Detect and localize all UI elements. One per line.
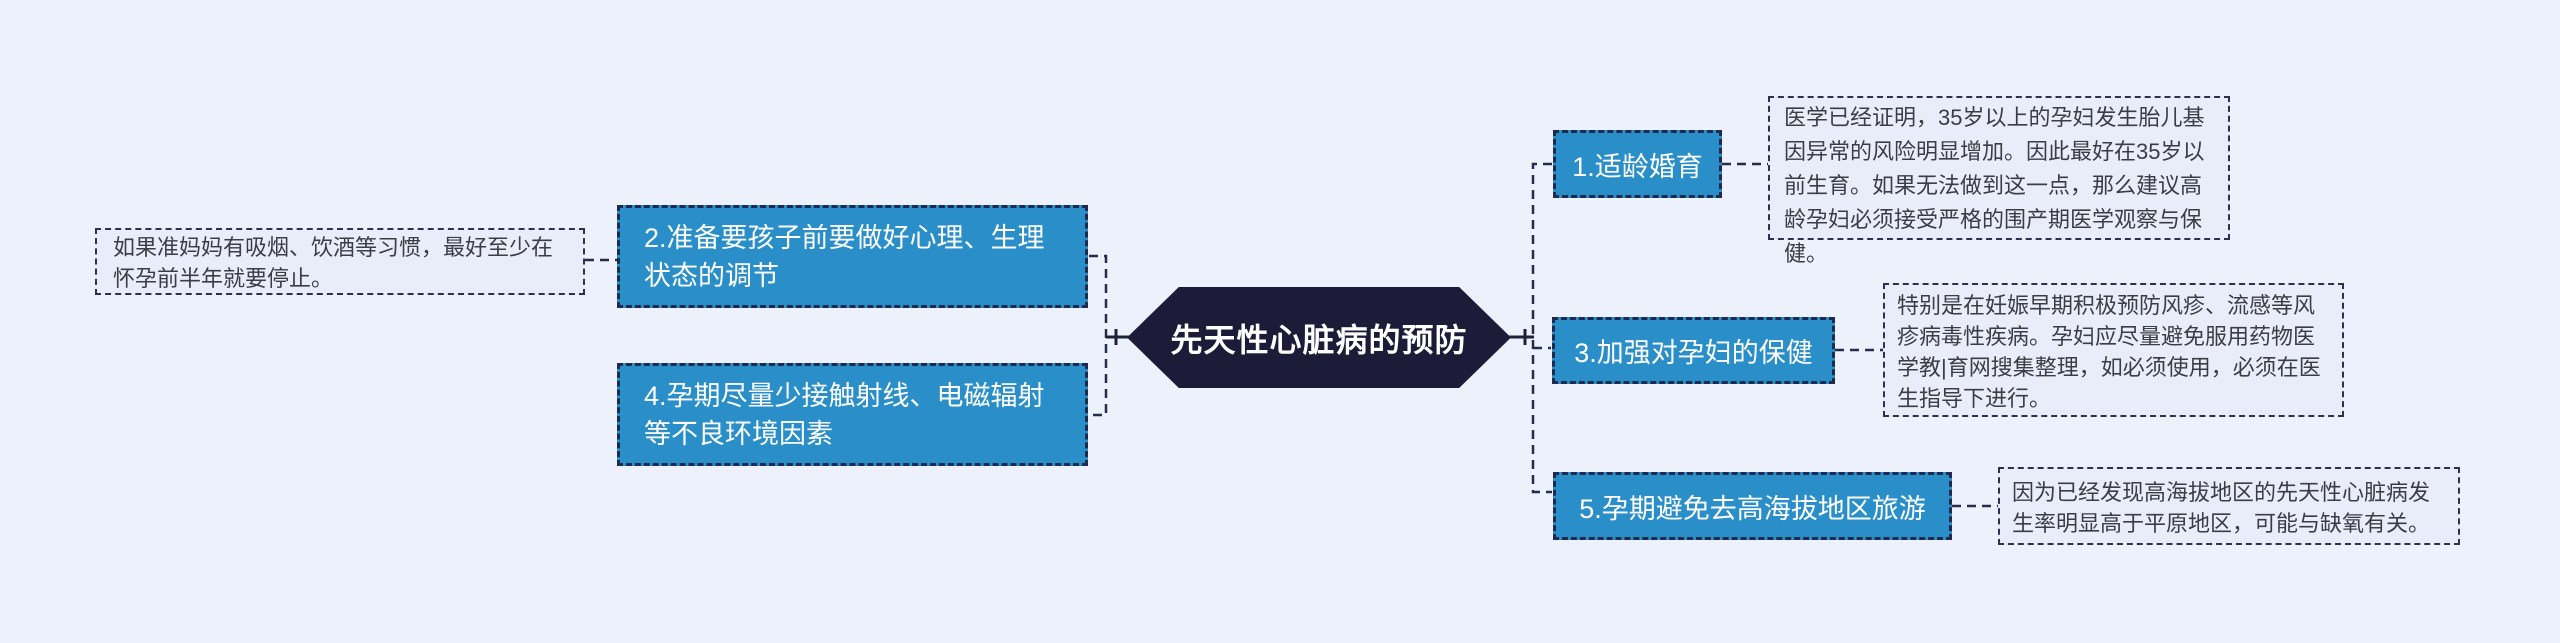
topic-mental-physical-preparation[interactable]: 2.准备要孩子前要做好心理、生理状态的调节 xyxy=(617,205,1088,308)
topic-avoid-high-altitude-travel[interactable]: 5.孕期避免去高海拔地区旅游 xyxy=(1553,472,1952,540)
connector-right-bracket xyxy=(1531,162,1552,494)
note-high-altitude-risk: 因为已经发现高海拔地区的先天性心脏病发生率明显高于平原地区，可能与缺氧有关。 xyxy=(1998,467,2460,545)
central-topic-label: 先天性心脏病的预防 xyxy=(1170,321,1468,358)
connector-left-bracket xyxy=(1089,254,1108,417)
topic-avoid-radiation[interactable]: 4.孕期尽量少接触射线、电磁辐射等不良环境因素 xyxy=(617,363,1088,466)
note-early-pregnancy-prevention: 特别是在妊娠早期积极预防风疹、流感等风疹病毒性疾病。孕妇应尽量避免服用药物医学教… xyxy=(1883,283,2344,417)
note-age-35-risk: 医学已经证明，35岁以上的孕妇发生胎儿基因异常的风险明显增加。因此最好在35岁以… xyxy=(1768,96,2230,266)
central-topic[interactable]: 先天性心脏病的预防 xyxy=(1127,287,1511,388)
topic-marry-at-right-age[interactable]: 1.适龄婚育 xyxy=(1553,130,1722,198)
topic-pregnant-women-healthcare[interactable]: 3.加强对孕妇的保健 xyxy=(1552,317,1835,384)
note-pre-pregnancy-habits: 如果准妈妈有吸烟、饮酒等习惯，最好至少在怀孕前半年就要停止。 xyxy=(95,228,585,295)
